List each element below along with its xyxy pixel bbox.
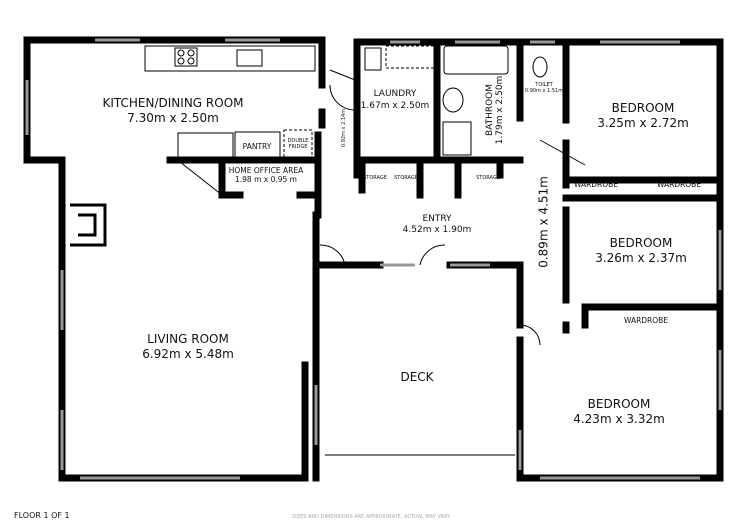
fridge-outline <box>283 129 313 159</box>
storage-label: STORAGE <box>394 175 418 181</box>
laundry-appliances <box>385 45 435 69</box>
storage-label: STORAGE <box>363 175 387 181</box>
hall-small-dim: 0.92m x 2.14m <box>341 108 347 148</box>
shower-icon <box>442 121 472 156</box>
stove-icon <box>174 47 198 67</box>
wardrobe-label: WARDROBE <box>656 180 702 189</box>
basin-icon <box>442 87 464 113</box>
toilet-icon <box>532 56 548 78</box>
pantry-label: PANTRY <box>242 142 272 151</box>
deck-label: DECK <box>400 370 434 384</box>
hall-dim: 0.89m x 4.51m <box>536 176 551 268</box>
bath-icon <box>443 45 509 75</box>
wardrobe-label: WARDROBE <box>623 316 669 325</box>
sink-icon <box>236 49 263 67</box>
pantry <box>234 131 281 159</box>
fireplace-icon <box>70 203 107 247</box>
storage-label: STORAGE <box>476 175 500 181</box>
fixtures <box>70 45 586 456</box>
disclaimer: SIZES AND DIMENSIONS ARE APPROXIMATE, AC… <box>292 514 451 520</box>
windows <box>25 38 722 480</box>
wardrobe-label: WARDROBE <box>573 180 619 189</box>
floor-indicator: FLOOR 1 OF 1 <box>14 511 70 520</box>
fridge-label: DOUBLE FRIDGE <box>287 138 309 150</box>
kitchen-counter <box>144 45 316 72</box>
